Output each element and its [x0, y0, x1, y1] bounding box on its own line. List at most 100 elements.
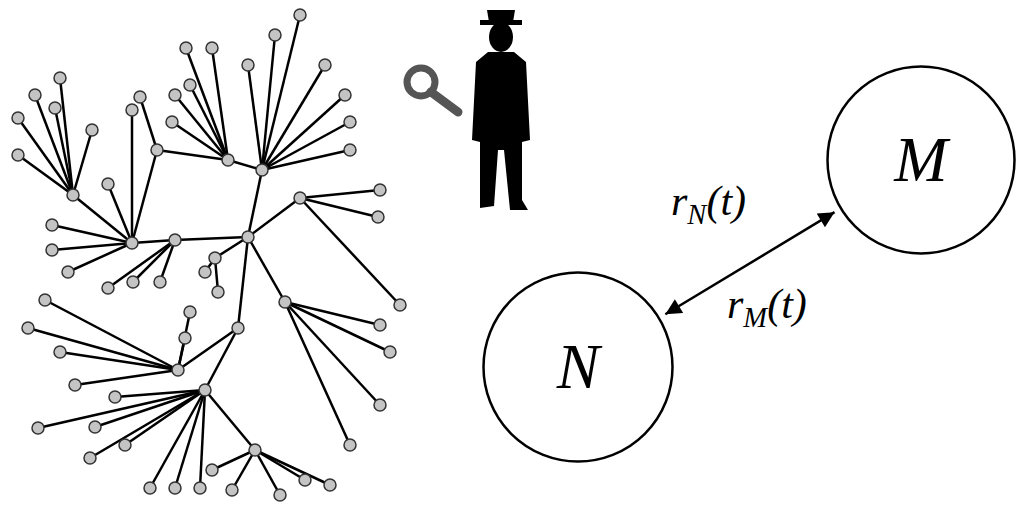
tree-edge — [300, 198, 378, 217]
tree-edge — [131, 110, 134, 243]
tree-edge — [285, 302, 380, 405]
tree-edge — [232, 450, 255, 490]
tree-edge — [55, 108, 73, 195]
tree-edge — [175, 95, 228, 160]
tree-edge — [28, 328, 178, 370]
tree-edge — [262, 122, 350, 170]
tree-vertex — [102, 178, 114, 190]
tree-network — [12, 9, 406, 501]
tree-vertex — [169, 89, 181, 101]
tree-edge — [300, 190, 380, 198]
tree-vertex — [344, 116, 356, 128]
tree-vertex — [86, 124, 98, 136]
tree-vertex — [372, 211, 384, 223]
tree-vertex — [126, 237, 138, 249]
tree-vertex — [299, 474, 311, 486]
tree-edge — [300, 198, 400, 305]
tree-edge — [186, 48, 228, 160]
circle-outline — [828, 67, 1015, 254]
tree-vertex — [294, 9, 306, 21]
tree-edge — [248, 237, 285, 302]
tree-edge — [140, 97, 157, 150]
state-circle: N — [482, 271, 674, 463]
tree-vertex — [206, 42, 218, 54]
tree-vertex — [194, 482, 206, 494]
tree-edge — [38, 390, 205, 428]
tree-edge — [175, 237, 248, 240]
tree-edge — [132, 150, 157, 243]
tree-edge — [52, 225, 132, 243]
tree-edge — [285, 302, 390, 352]
tree-edge — [205, 328, 238, 390]
tree-vertex — [54, 72, 66, 84]
tree-edge — [172, 122, 228, 160]
tree-edge — [205, 390, 255, 450]
tree-vertex — [226, 484, 238, 496]
tree-edge — [238, 237, 248, 328]
tree-edge — [150, 390, 205, 488]
tree-edge — [248, 65, 262, 170]
tree-vertex — [242, 59, 254, 71]
tree-edge — [262, 15, 300, 170]
tree-vertex — [54, 346, 66, 358]
tree-vertex — [69, 379, 81, 391]
tree-vertex — [39, 294, 51, 306]
tree-vertex — [384, 346, 396, 358]
tree-vertex — [126, 104, 138, 116]
tree-vertex — [184, 306, 196, 318]
tree-vertex — [29, 89, 41, 101]
rate-label: rM(t) — [724, 281, 810, 327]
tree-vertex — [169, 482, 181, 494]
rate-label: rN(t) — [668, 178, 749, 224]
tree-vertex — [22, 322, 34, 334]
tree-vertex — [199, 266, 211, 278]
tree-edge — [68, 243, 132, 272]
tree-vertex — [144, 482, 156, 494]
detective-figure — [407, 10, 530, 210]
tree-vertex — [12, 112, 24, 124]
tree-vertex — [249, 444, 261, 456]
tree-vertex — [102, 282, 114, 294]
tree-vertex — [344, 144, 356, 156]
tree-vertex — [279, 296, 291, 308]
tree-vertex — [242, 231, 254, 243]
tree-edge — [200, 390, 205, 488]
tree-vertex — [62, 266, 74, 278]
tree-vertex — [109, 391, 121, 403]
tree-vertex — [394, 299, 406, 311]
tree-vertex — [180, 42, 192, 54]
tree-edge — [75, 370, 178, 385]
tree-vertex — [67, 189, 79, 201]
tree-edge — [178, 312, 190, 370]
tree-vertex — [339, 89, 351, 101]
tree-vertex — [374, 319, 386, 331]
tree-vertex — [84, 452, 96, 464]
tree-edge — [262, 150, 350, 170]
tree-edge — [248, 198, 300, 237]
tree-vertex — [119, 439, 131, 451]
tree-vertex — [151, 144, 163, 156]
tree-vertex — [222, 154, 234, 166]
tree-vertex — [184, 79, 196, 91]
tree-vertex — [199, 384, 211, 396]
node-letter: M — [894, 128, 947, 192]
tree-vertex — [12, 149, 24, 161]
tree-vertex — [46, 244, 58, 256]
circle-outline — [484, 273, 673, 462]
tree-vertex — [154, 276, 166, 288]
tree-vertex — [324, 479, 336, 491]
tree-vertex — [232, 322, 244, 334]
tree-edge — [285, 302, 350, 445]
tree-vertex — [256, 164, 268, 176]
tree-vertex — [212, 286, 224, 298]
tree-vertex — [127, 276, 139, 288]
tree-vertex — [89, 421, 101, 433]
tree-vertex — [209, 252, 221, 264]
tree-vertex — [374, 184, 386, 196]
tree-vertex — [374, 399, 386, 411]
tree-vertex — [169, 234, 181, 246]
tree-vertex — [206, 464, 218, 476]
tree-edge — [178, 328, 238, 370]
tree-edge — [285, 302, 380, 325]
tree-edge — [262, 65, 325, 170]
